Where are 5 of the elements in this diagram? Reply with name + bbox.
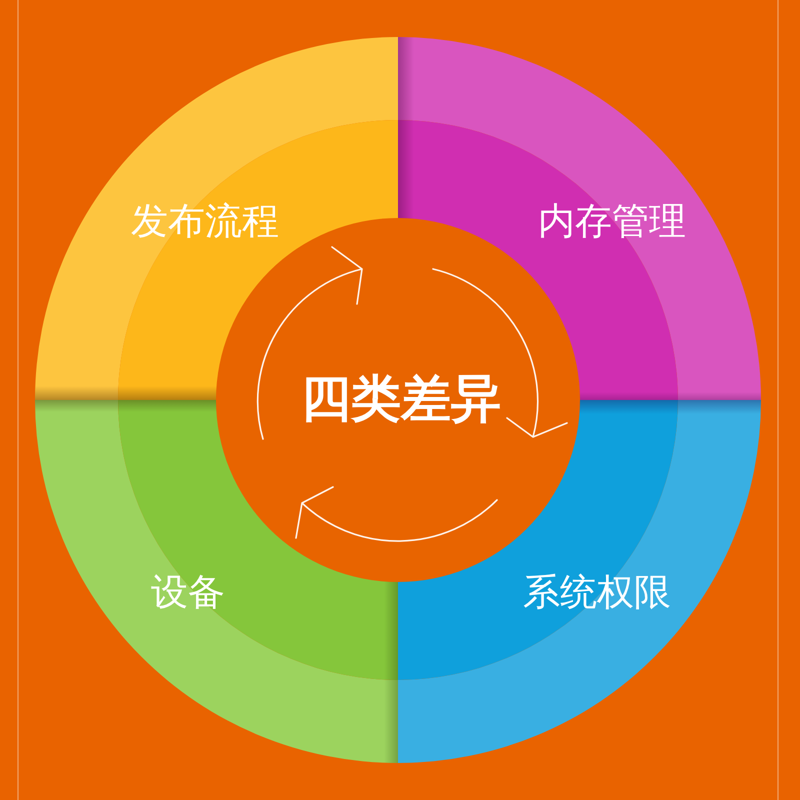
segment-label: 内存管理 [538, 200, 686, 244]
center-title: 四类差异 [301, 370, 501, 428]
segment-label: 设备 [151, 572, 225, 614]
segment-label: 发布流程 [131, 200, 279, 244]
segment-label: 系统权限 [523, 572, 671, 614]
